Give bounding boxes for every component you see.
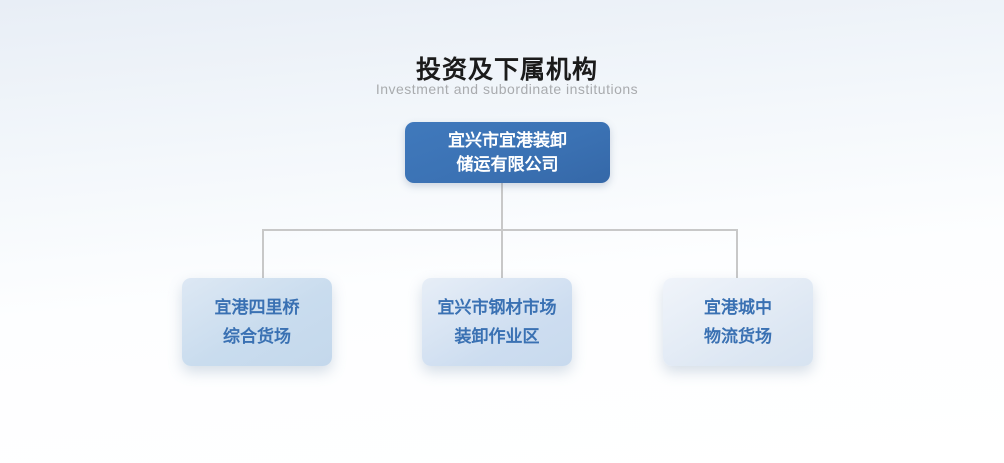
- org-node-root: 宜兴市宜港装卸 储运有限公司: [405, 122, 610, 183]
- org-node-steel-market: 宜兴市钢材市场 装卸作业区: [422, 278, 572, 366]
- page-subtitle: Investment and subordinate institutions: [375, 81, 639, 97]
- org-node-siliqiao-yard: 宜港四里桥 综合货场: [182, 278, 332, 366]
- org-node-child3-line2: 物流货场: [704, 327, 772, 346]
- connector-horizontal-bar: [262, 229, 738, 231]
- org-node-child1-line1: 宜港四里桥: [214, 298, 300, 317]
- org-node-chengzhong-logistics: 宜港城中 物流货场: [663, 278, 813, 366]
- connector-root-stem: [501, 183, 503, 230]
- org-node-child2-line1: 宜兴市钢材市场: [437, 298, 557, 317]
- connector-drop-middle: [501, 229, 503, 278]
- org-node-child1-line2: 综合货场: [223, 327, 291, 346]
- org-node-root-line2: 储运有限公司: [456, 154, 559, 174]
- org-node-root-line1: 宜兴市宜港装卸: [448, 130, 567, 150]
- org-node-child2-line2: 装卸作业区: [454, 327, 540, 346]
- page-title: 投资及下属机构: [415, 56, 598, 84]
- org-node-child3-line1: 宜港城中: [704, 298, 772, 317]
- connector-drop-left: [262, 229, 264, 278]
- connector-drop-right: [736, 229, 738, 278]
